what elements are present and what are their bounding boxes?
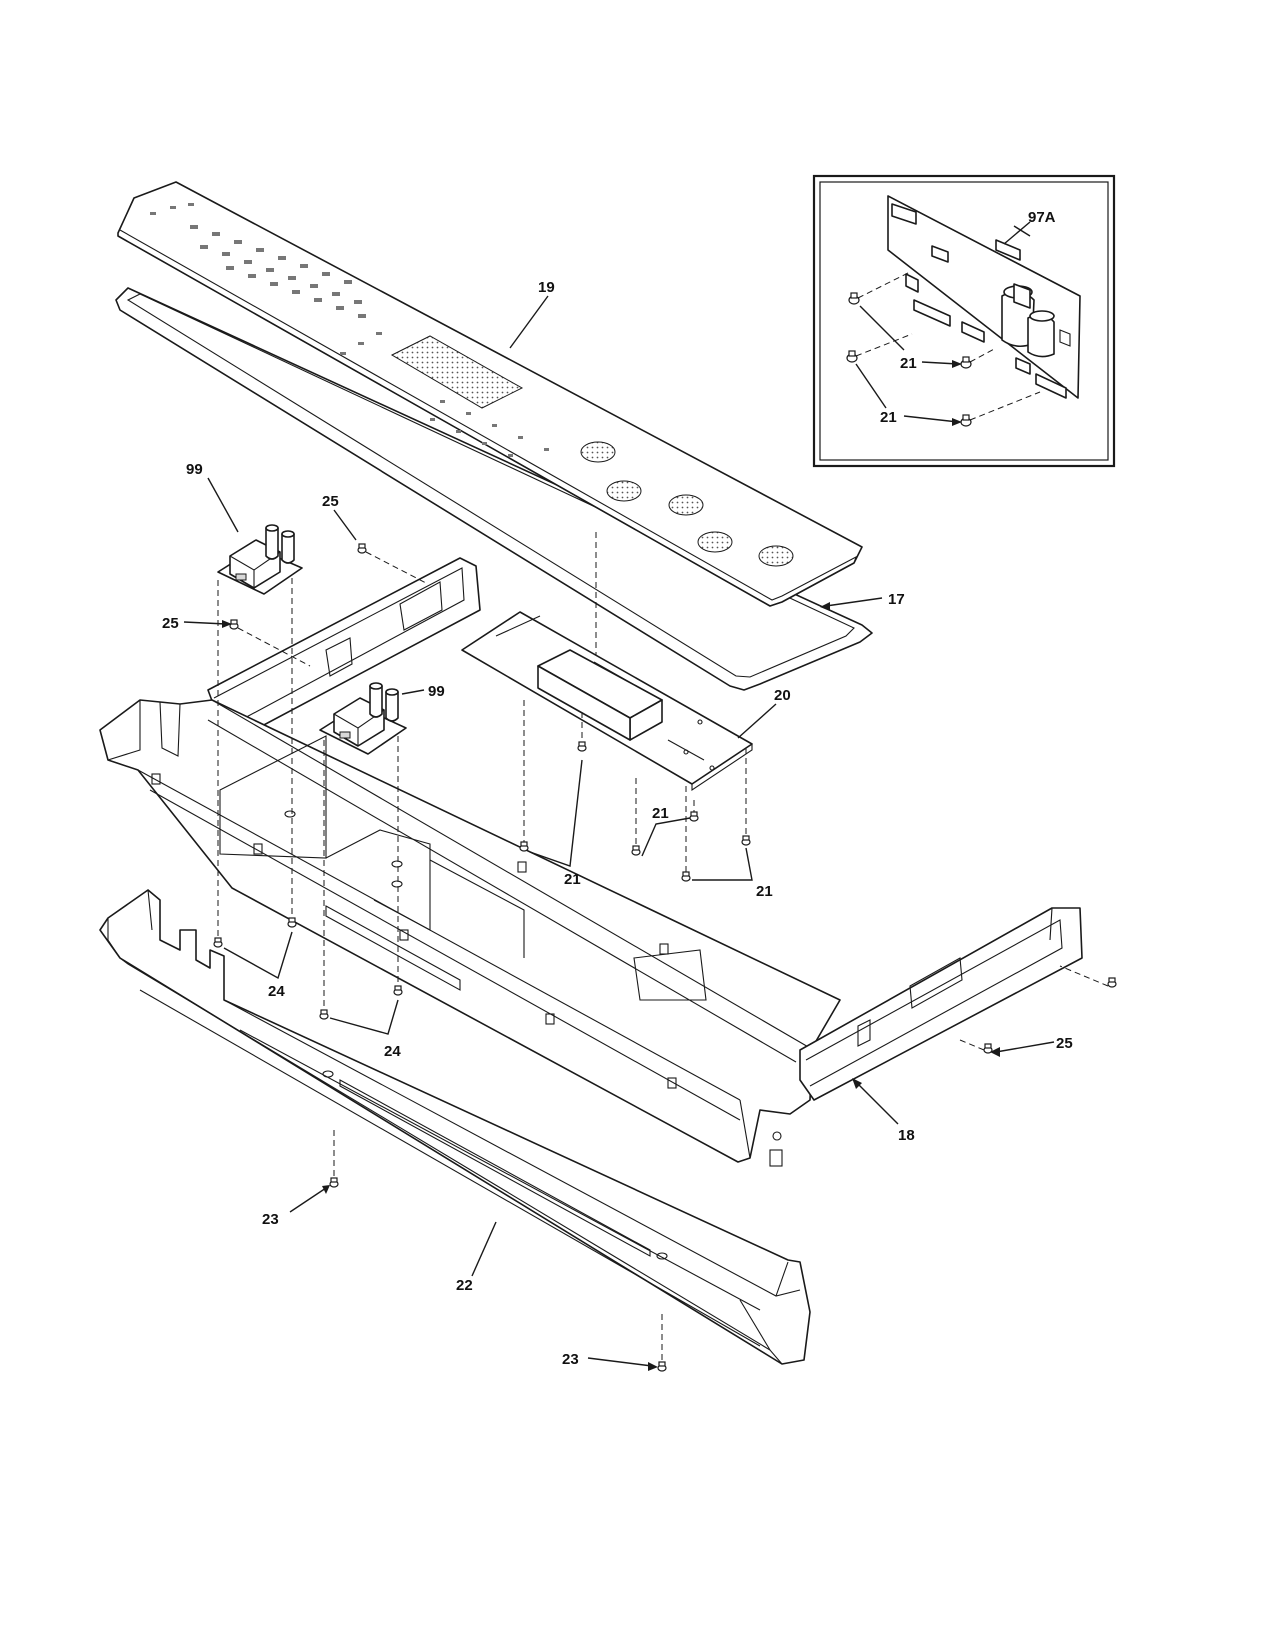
callout-20: 20 [774, 687, 791, 704]
callout-21-b: 21 [652, 805, 669, 822]
control-housing-18 [99, 557, 1083, 1167]
control-knob-area [697, 531, 733, 553]
callout-19: 19 [538, 279, 555, 296]
display-window [390, 335, 524, 409]
callout-17: 17 [888, 591, 905, 608]
callout-24-b: 24 [384, 1043, 401, 1060]
control-board-20 [461, 611, 753, 792]
transformer-board-99-left [217, 524, 303, 595]
callout-25-right: 25 [1056, 1035, 1073, 1052]
screws-24 [213, 917, 403, 1020]
callout-25-left: 25 [162, 615, 179, 632]
callout-99-mid: 99 [428, 683, 445, 700]
lower-trim-22 [99, 889, 811, 1365]
callout-97a: 97A [1028, 209, 1056, 226]
screws-23 [329, 1130, 667, 1372]
board-screws-21 [519, 700, 751, 882]
callout-99-left: 99 [186, 461, 203, 478]
callout-23-b: 23 [562, 1351, 579, 1368]
callout-24-a: 24 [268, 983, 285, 1000]
control-knob-area [758, 545, 794, 567]
control-knob-area [580, 441, 616, 463]
callout-22: 22 [456, 1277, 473, 1294]
control-knob-area [668, 494, 704, 516]
callout-25-top: 25 [322, 493, 339, 510]
keypad-markings [150, 203, 549, 457]
callout-23-a: 23 [262, 1211, 279, 1228]
callout-21-a: 21 [564, 871, 581, 888]
trim-gasket-17 [115, 287, 873, 691]
inset-panel-97a [812, 174, 1116, 468]
callout-21-inset-b: 21 [880, 409, 897, 426]
control-knob-area [606, 480, 642, 502]
screws-25 [229, 543, 1117, 1054]
callout-18: 18 [898, 1127, 915, 1144]
transformer-board-99-middle [319, 682, 407, 755]
callout-21-inset-a: 21 [900, 355, 917, 372]
control-overlay-19 [117, 181, 863, 607]
callout-21-c: 21 [756, 883, 773, 900]
